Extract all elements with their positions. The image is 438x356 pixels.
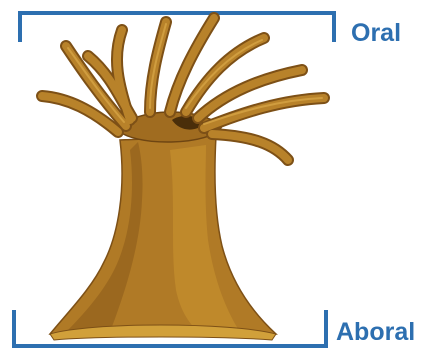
oral-bracket xyxy=(20,13,334,42)
oral-label: Oral xyxy=(351,21,401,46)
sea-anemone-illustration xyxy=(42,18,324,340)
aboral-label: Aboral xyxy=(336,320,415,345)
anemone-column xyxy=(50,136,276,334)
